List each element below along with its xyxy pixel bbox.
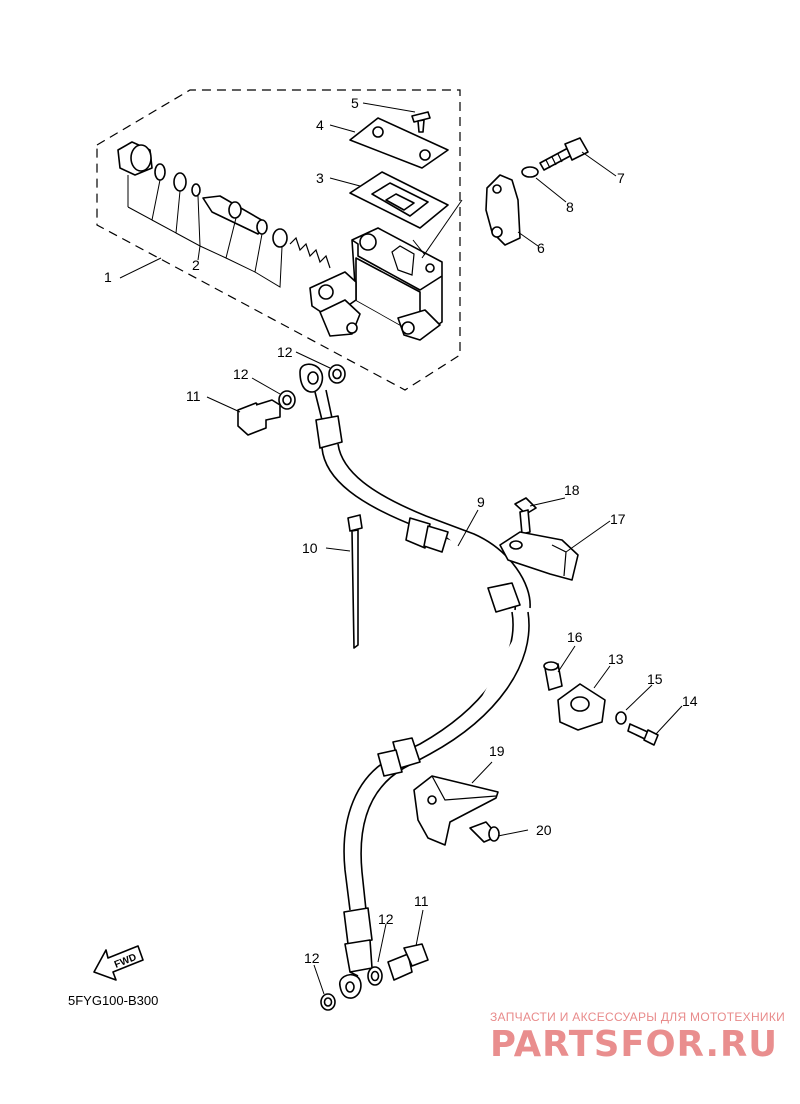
- callout-1: 1: [104, 269, 112, 285]
- assembly-boundary: [96, 89, 461, 391]
- callout-12-d: 12: [304, 950, 320, 966]
- callout-17: 17: [610, 511, 626, 527]
- callout-12-b: 12: [233, 366, 249, 382]
- callout-11-top: 11: [186, 388, 201, 404]
- piston-kit-parts: [117, 141, 331, 288]
- callout-12-a: 12: [277, 344, 293, 360]
- watermark-subtitle: ЗАПЧАСТИ И АКСЕССУАРЫ ДЛЯ МОТОТЕХНИКИ: [490, 1010, 785, 1024]
- reservoir-cover-parts: [349, 111, 449, 229]
- callout-20: 20: [536, 822, 552, 838]
- callout-leaders: [206, 102, 683, 995]
- clamp-holder-parts: [485, 137, 589, 246]
- watermark: ЗАПЧАСТИ И АКСЕССУАРЫ ДЛЯ МОТОТЕХНИКИ PA…: [490, 1010, 785, 1065]
- callout-14: 14: [682, 693, 698, 709]
- callout-10: 10: [302, 540, 318, 556]
- callout-6: 6: [537, 240, 545, 256]
- callout-13: 13: [608, 651, 624, 667]
- brake-hose: [299, 363, 531, 999]
- bottom-fasteners: [320, 943, 429, 1011]
- callout-9: 9: [477, 494, 485, 510]
- callout-16: 16: [567, 629, 583, 645]
- callout-2: 2: [192, 257, 200, 273]
- diagram-code: 5FYG100-B300: [68, 993, 158, 1008]
- fwd-arrow: FWD: [93, 945, 144, 981]
- callout-8: 8: [566, 199, 574, 215]
- callout-12-c: 12: [378, 911, 394, 927]
- watermark-logo: PARTSFOR.RU: [490, 1024, 778, 1065]
- callout-7: 7: [617, 170, 625, 186]
- union-bolt-top: [237, 399, 281, 436]
- callout-numbers: 1 2 3 4 5 6 7 8 9 10 11 11 12 12 12 12 1…: [104, 95, 698, 966]
- hose-holder-parts: [543, 661, 659, 746]
- clip-19-bolt-20: [413, 775, 500, 846]
- callout-5: 5: [351, 95, 359, 111]
- callout-3: 3: [316, 170, 324, 186]
- callout-19: 19: [489, 743, 505, 759]
- callout-4: 4: [316, 117, 324, 133]
- hose-guide-17: [499, 497, 579, 581]
- master-cylinder-body: [309, 227, 443, 341]
- cable-tie: [347, 514, 363, 649]
- callout-18: 18: [564, 482, 580, 498]
- callout-15: 15: [647, 671, 663, 687]
- callout-11-bottom: 11: [414, 893, 429, 909]
- washer-12-top: [278, 364, 346, 410]
